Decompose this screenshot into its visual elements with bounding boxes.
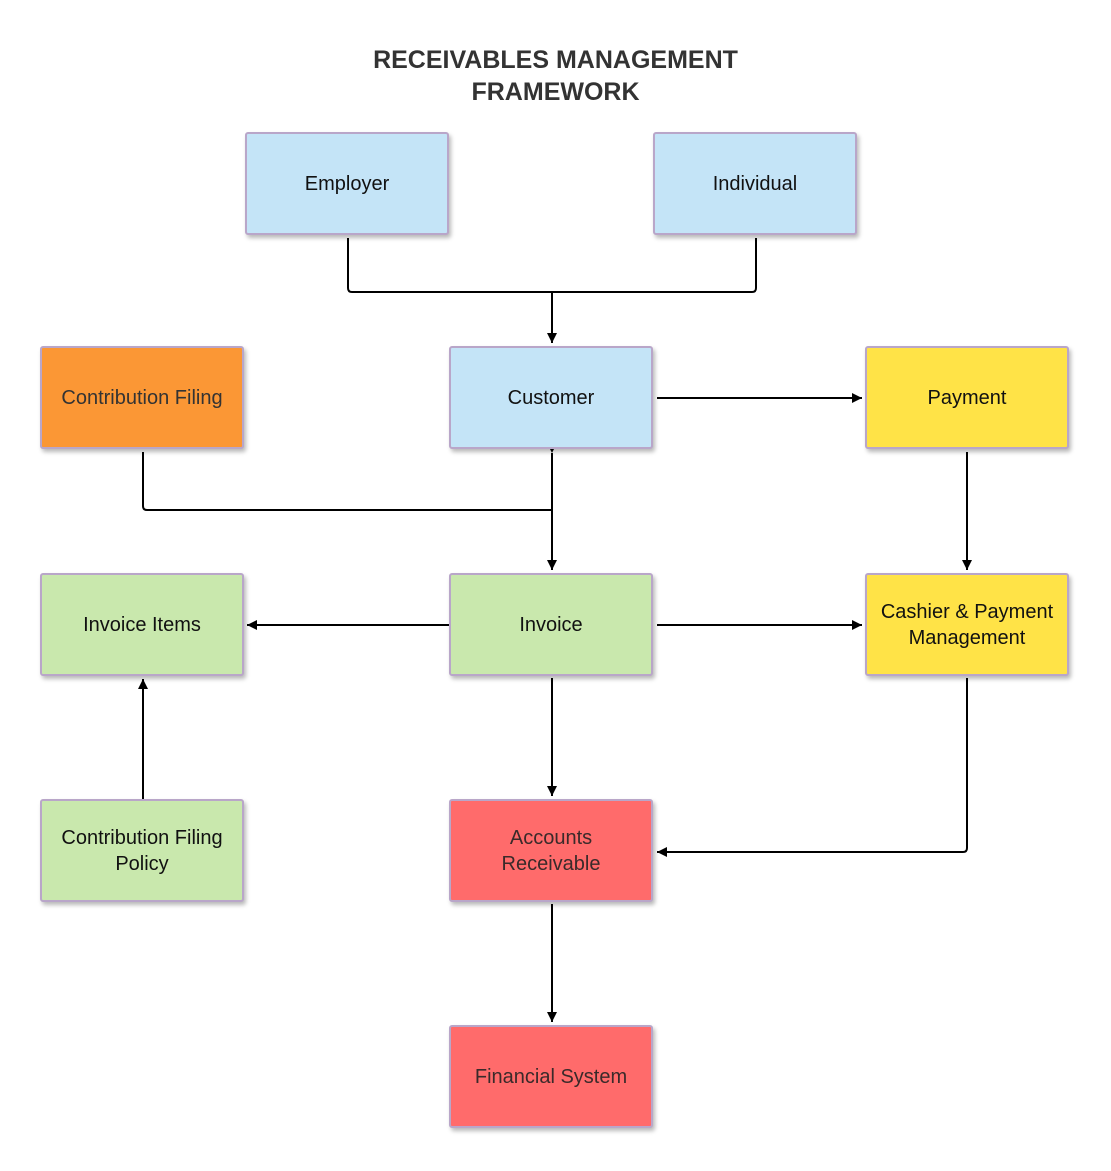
node-ar-label-line1: Accounts (509, 826, 593, 849)
node-invoice-label: Invoice (519, 613, 583, 636)
node-cashier-label-line1: Cashier & Payment (880, 600, 1054, 623)
node-ar-label-line2: Receivable (501, 852, 601, 875)
edge-individual-customer (547, 238, 757, 343)
node-individual: Individual (653, 132, 857, 235)
node-contribution-filing-policy: Contribution Filing Policy (40, 799, 244, 902)
diagram-title-line1: RECEIVABLES MANAGEMENT (373, 46, 738, 74)
node-payment-label: Payment (927, 386, 1007, 409)
node-invoice-items-label: Invoice Items (83, 613, 201, 636)
node-accounts-receivable: Accounts Receivable (449, 799, 653, 902)
node-payment: Payment (865, 346, 1069, 449)
node-cashier-label-line2: Management (908, 626, 1026, 649)
node-policy-label-line2: Policy (115, 852, 169, 875)
node-invoice-items: Invoice Items (40, 573, 244, 676)
edge-contribution-customer (142, 452, 552, 511)
node-financial-system: Financial System (449, 1025, 653, 1128)
node-customer-label: Customer (507, 386, 595, 409)
node-customer: Customer (449, 346, 653, 449)
diagram-title-line2: FRAMEWORK (471, 78, 640, 106)
node-employer-label: Employer (304, 172, 390, 195)
node-financial-system-label: Financial System (474, 1065, 628, 1088)
node-invoice: Invoice (449, 573, 653, 676)
edge-cashier-ar (657, 678, 968, 857)
node-contribution-filing: Contribution Filing (40, 346, 244, 449)
node-contribution-filing-label: Contribution Filing (61, 386, 223, 409)
node-individual-label: Individual (712, 172, 798, 195)
node-employer: Employer (245, 132, 449, 235)
node-cashier-payment-management: Cashier & Payment Management (865, 573, 1069, 676)
edge-employer-customer (347, 238, 552, 293)
diagram-title: RECEIVABLES MANAGEMENT FRAMEWORK (0, 44, 1111, 108)
node-policy-label-line1: Contribution Filing (61, 826, 223, 849)
